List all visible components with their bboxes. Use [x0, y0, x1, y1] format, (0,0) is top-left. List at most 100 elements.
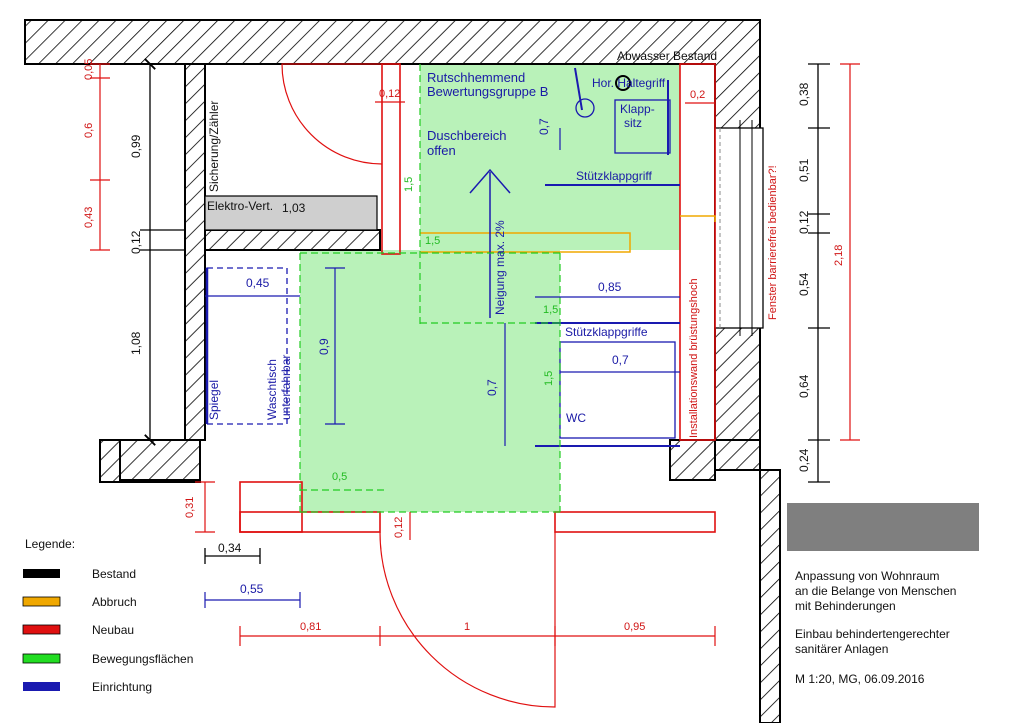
dim-r012: 0,12	[797, 210, 811, 234]
legend-label-bestand: Bestand	[92, 567, 136, 581]
label-stuetz1: Stützklappgriff	[576, 169, 652, 183]
dim-085: 0,85	[598, 280, 622, 294]
slope-arrow	[469, 168, 511, 318]
left-partition	[184, 63, 206, 441]
dim-15-a: 1,5	[403, 177, 415, 192]
title-stamp	[787, 503, 979, 551]
demolition-line	[420, 232, 631, 253]
legend-swatch-abbruch	[22, 596, 61, 607]
info-line-5: sanitärer Anlagen	[795, 642, 888, 656]
info-line-6: M 1:20, MG, 06.09.2016	[795, 672, 925, 686]
legend-swatch-einrichtung	[23, 682, 60, 691]
label-haltegriff: Hor. Haltegriff	[592, 76, 666, 90]
dim-005: 0,05	[83, 59, 95, 80]
dim-r054: 0,54	[797, 272, 811, 296]
dim-103: 1,03	[282, 201, 306, 215]
info-line-1: Anpassung von Wohnraum	[795, 569, 940, 583]
legend-swatch-bewegung	[22, 653, 61, 664]
dim-07-wc: 0,7	[485, 379, 499, 396]
blue-dimension-lines	[204, 128, 680, 608]
legend-swatch-neubau	[22, 624, 61, 635]
dim-095: 0,95	[624, 621, 645, 633]
legend-label-einrichtung: Einrichtung	[92, 680, 152, 694]
installation-wall	[679, 63, 716, 441]
main-door-swing	[379, 531, 556, 708]
label-elektro: Elektro-Vert.	[207, 199, 273, 213]
right-wall	[714, 439, 781, 723]
window	[714, 120, 764, 336]
label-fenster: Fenster barrierefrei bedienbar?!	[767, 165, 779, 320]
dim-05: 0,5	[332, 471, 347, 483]
label-neigung: Neigung max. 2%	[493, 220, 507, 315]
dim-15-d: 1,5	[543, 371, 555, 386]
dim-r038: 0,38	[797, 82, 811, 106]
red-dimension-lines	[90, 63, 860, 646]
dim-09: 0,9	[317, 338, 331, 355]
dim-081: 0,81	[300, 621, 321, 633]
label-stuetz2: Stützklappgriffe	[565, 325, 648, 339]
dim-1: 1	[464, 621, 470, 633]
lower-wall-left	[239, 511, 381, 533]
legend-title: Legende:	[25, 537, 75, 551]
dim-043: 0,43	[83, 207, 95, 228]
label-dusch-1: Duschbereich	[427, 128, 507, 143]
demolition-line-2	[680, 215, 716, 222]
info-line-3: mit Behinderungen	[795, 599, 896, 613]
legend-swatches	[22, 569, 61, 691]
drain-icon	[615, 75, 631, 91]
label-wc: WC	[566, 411, 586, 425]
legend-label-abbruch: Abbruch	[92, 595, 137, 609]
legend-label-bewegung: Bewegungsflächen	[92, 652, 193, 666]
label-spiegel: Spiegel	[207, 380, 221, 420]
electrical-panel-wall	[199, 229, 381, 251]
label-abwasser: Abwasser Bestand	[617, 49, 717, 63]
info-line-4: Einbau behindertengerechter	[795, 627, 950, 641]
legend-swatch-bestand	[23, 569, 60, 578]
dim-218: 2,18	[833, 245, 845, 266]
dim-06: 0,6	[83, 123, 95, 138]
dim-012-red: 0,12	[379, 88, 400, 100]
label-sicherung: Sicherung/Zähler	[207, 101, 221, 192]
room-movement-area	[300, 250, 560, 512]
dim-034: 0,34	[218, 541, 242, 555]
dim-012-bottom: 0,12	[393, 517, 405, 538]
dim-r024: 0,24	[797, 448, 811, 472]
fixtures	[205, 67, 680, 447]
new-construction	[239, 63, 716, 708]
folding-seat	[614, 99, 671, 154]
movement-dimension-lines	[299, 64, 561, 513]
dim-02: 0,2	[690, 89, 705, 101]
dim-15-b: 1,5	[425, 235, 440, 247]
dim-012-black: 0,12	[129, 230, 143, 254]
info-line-2: an die Belange von Menschen	[795, 584, 956, 598]
label-waschtisch-2: unterfahrbar	[279, 355, 293, 420]
label-rutsch-1: Rutschhemmend	[427, 70, 525, 85]
dim-055: 0,55	[240, 582, 264, 596]
label-rutsch-2: Bewertungsgruppe B	[427, 84, 548, 99]
dim-r051: 0,51	[797, 158, 811, 182]
lower-left-stub	[119, 439, 201, 481]
legend-label-neubau: Neubau	[92, 623, 134, 637]
black-dimension-lines	[140, 58, 830, 564]
electrical-panel	[204, 195, 378, 231]
dim-045: 0,45	[246, 276, 270, 290]
door-jamb-left	[239, 481, 303, 533]
label-installationswand: Installationswand brüstungshoch	[688, 278, 700, 438]
shower-head	[575, 98, 595, 118]
dim-031: 0,31	[184, 497, 196, 518]
dim-07-side: 0,7	[612, 353, 629, 367]
dim-07-shower: 0,7	[537, 118, 551, 135]
label-klapp-2: sitz	[624, 116, 642, 130]
dim-r064: 0,64	[797, 374, 811, 398]
dim-108: 1,08	[129, 331, 143, 355]
dim-099: 0,99	[129, 134, 143, 158]
upper-door-swing	[281, 63, 383, 165]
label-dusch-2: offen	[427, 143, 456, 158]
label-klapp-1: Klapp-	[620, 102, 655, 116]
shower-head-rod	[574, 67, 583, 111]
label-waschtisch-1: Waschtisch	[265, 359, 279, 420]
dim-15-c: 1,5	[543, 304, 558, 316]
upper-wall-stub	[381, 63, 401, 255]
lower-wall-right	[554, 511, 716, 533]
